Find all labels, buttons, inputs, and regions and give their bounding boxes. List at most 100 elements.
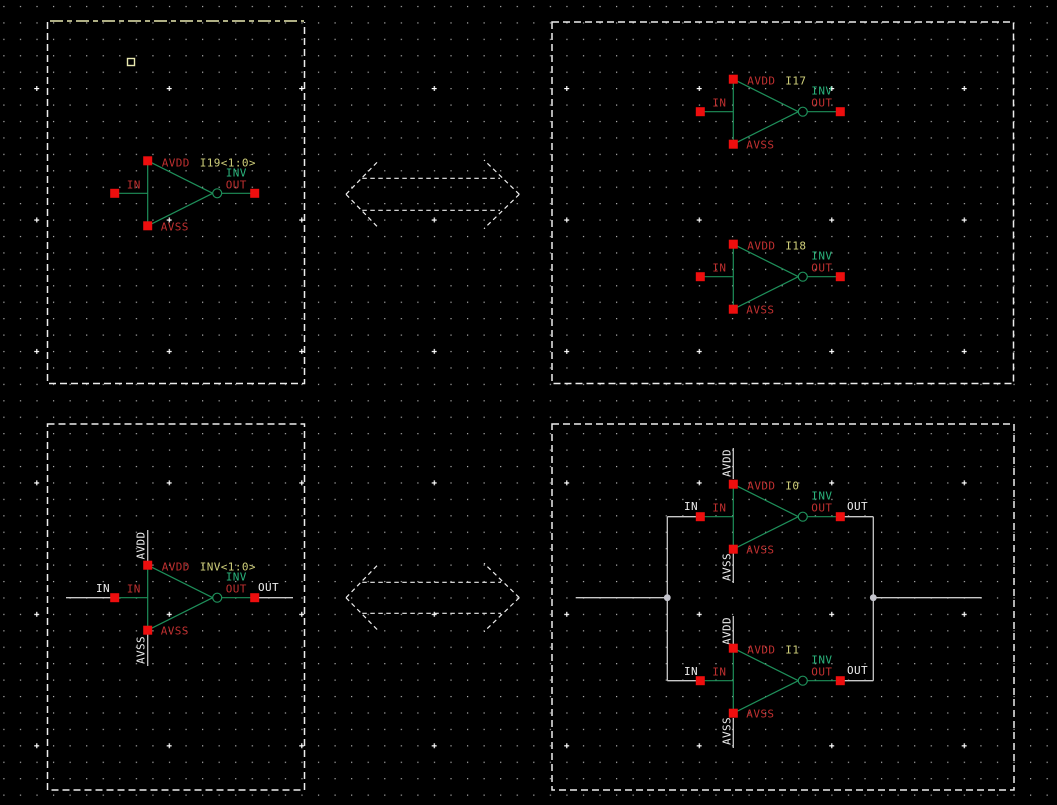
pin-avss[interactable] xyxy=(728,139,738,149)
nets-bottom-left[interactable]: IN OUT AVDD AVSS xyxy=(66,530,293,666)
transform-arrow-bottom[interactable] xyxy=(345,562,520,633)
symbol-line xyxy=(733,680,799,714)
label-avdd: AVDD xyxy=(747,240,775,253)
symbol-line xyxy=(733,647,799,682)
pin-avss[interactable] xyxy=(143,221,153,231)
inverter-instance-i19[interactable]: AVDD I19<1:0> INV OUT IN AVSS xyxy=(110,156,260,233)
origin-marker[interactable] xyxy=(126,57,136,67)
label-avdd: AVDD xyxy=(747,480,775,493)
net-label-avss: AVSS xyxy=(721,717,734,745)
instance-name: I19<1:0> xyxy=(200,156,256,169)
label-inv: INV xyxy=(811,490,832,503)
label-avss: AVSS xyxy=(746,544,774,557)
net-label-in: IN xyxy=(684,665,698,678)
nets-bottom-right[interactable]: IN OUT IN OUT AVDD AVSS AVDD AVSS xyxy=(575,448,982,748)
arrowhead-line xyxy=(483,159,520,195)
inverter-bubble xyxy=(212,188,223,199)
inverter-bubble xyxy=(797,511,808,522)
pin-out[interactable] xyxy=(835,272,845,282)
inverter-bubble xyxy=(797,271,808,282)
pin-avss[interactable] xyxy=(728,708,738,718)
label-out: OUT xyxy=(811,262,832,275)
pin-avdd[interactable] xyxy=(143,560,153,570)
inverter-bubble xyxy=(797,106,808,117)
pin-avss[interactable] xyxy=(728,544,738,554)
boundary-box-top-left[interactable] xyxy=(46,22,306,385)
symbol-line xyxy=(147,564,213,599)
label-out: OUT xyxy=(811,666,832,679)
boundary-box-bottom-left[interactable] xyxy=(46,423,306,791)
label-avss: AVSS xyxy=(746,139,774,152)
instance-name: INV<1:0> xyxy=(200,561,256,574)
boundary-box-top-right[interactable] xyxy=(551,21,1015,385)
label-inv: INV xyxy=(811,85,832,98)
net-label-avss: AVSS xyxy=(135,636,148,664)
net-label-in: IN xyxy=(684,500,698,513)
net-label-avss: AVSS xyxy=(721,553,734,581)
label-avdd: AVDD xyxy=(747,644,775,657)
label-inv: INV xyxy=(811,654,832,667)
label-avss: AVSS xyxy=(746,708,774,721)
pin-avdd[interactable] xyxy=(728,239,738,249)
label-avdd: AVDD xyxy=(747,75,775,88)
inverter-bubble xyxy=(797,675,808,686)
instance-name: I17 xyxy=(785,75,806,88)
inverter-instance-inv[interactable]: AVDD INV<1:0> INV OUT IN AVSS xyxy=(110,560,260,638)
transform-arrow-top[interactable] xyxy=(345,159,520,230)
pin-out[interactable] xyxy=(835,107,845,117)
pin-avss[interactable] xyxy=(728,304,738,314)
pin-avdd[interactable] xyxy=(728,479,738,489)
label-avdd: AVDD xyxy=(162,156,190,169)
label-in: IN xyxy=(712,97,726,110)
arrowhead-line xyxy=(483,597,520,633)
symbol-line xyxy=(147,160,213,194)
pin-in[interactable] xyxy=(695,107,705,117)
symbol-line xyxy=(733,78,799,113)
label-in: IN xyxy=(712,666,726,679)
pin-in[interactable] xyxy=(110,188,120,198)
inverter-instance-i0[interactable]: AVDD I0 INV OUT IN AVSS xyxy=(695,479,845,557)
inverter-instance-i17[interactable]: AVDD I17 INV OUT IN AVSS xyxy=(695,74,845,152)
inverter-instance-i18[interactable]: AVDD I18 INV OUT IN AVSS xyxy=(695,239,845,317)
pin-in[interactable] xyxy=(695,512,705,522)
label-avss: AVSS xyxy=(161,220,189,233)
label-inv: INV xyxy=(226,571,247,584)
label-out: OUT xyxy=(811,502,832,515)
pin-avdd[interactable] xyxy=(728,74,738,84)
label-in: IN xyxy=(712,262,726,275)
label-in: IN xyxy=(712,502,726,515)
label-in: IN xyxy=(127,583,141,596)
net-label-out: OUT xyxy=(258,581,279,594)
symbol-line xyxy=(733,243,799,278)
pin-out[interactable] xyxy=(835,676,845,686)
label-avss: AVSS xyxy=(161,625,189,638)
pin-in[interactable] xyxy=(695,676,705,686)
pin-avss[interactable] xyxy=(143,625,153,635)
pin-in[interactable] xyxy=(110,593,120,603)
net-label-avdd: AVDD xyxy=(135,531,148,559)
label-out: OUT xyxy=(226,583,247,596)
symbol-line xyxy=(733,276,799,310)
symbol-line xyxy=(733,516,799,550)
symbol-line xyxy=(147,192,213,227)
instance-name: I18 xyxy=(785,240,806,253)
label-in: IN xyxy=(127,178,141,191)
pin-in[interactable] xyxy=(695,272,705,282)
label-avdd: AVDD xyxy=(162,561,190,574)
arrowhead-line xyxy=(483,562,520,599)
net-label-avdd: AVDD xyxy=(721,449,734,477)
label-avss: AVSS xyxy=(746,304,774,317)
pin-avdd[interactable] xyxy=(143,156,153,166)
pin-avdd[interactable] xyxy=(728,643,738,653)
net-label-out: OUT xyxy=(847,500,868,513)
pin-out[interactable] xyxy=(250,593,260,603)
pin-out[interactable] xyxy=(250,188,260,198)
inverter-instance-i1[interactable]: AVDD I1 INV OUT IN AVSS xyxy=(695,643,845,721)
net-label-avdd: AVDD xyxy=(721,617,734,645)
pin-out[interactable] xyxy=(835,512,845,522)
boundary-box-bottom-right[interactable] xyxy=(551,423,1015,791)
symbol-line xyxy=(733,483,799,518)
